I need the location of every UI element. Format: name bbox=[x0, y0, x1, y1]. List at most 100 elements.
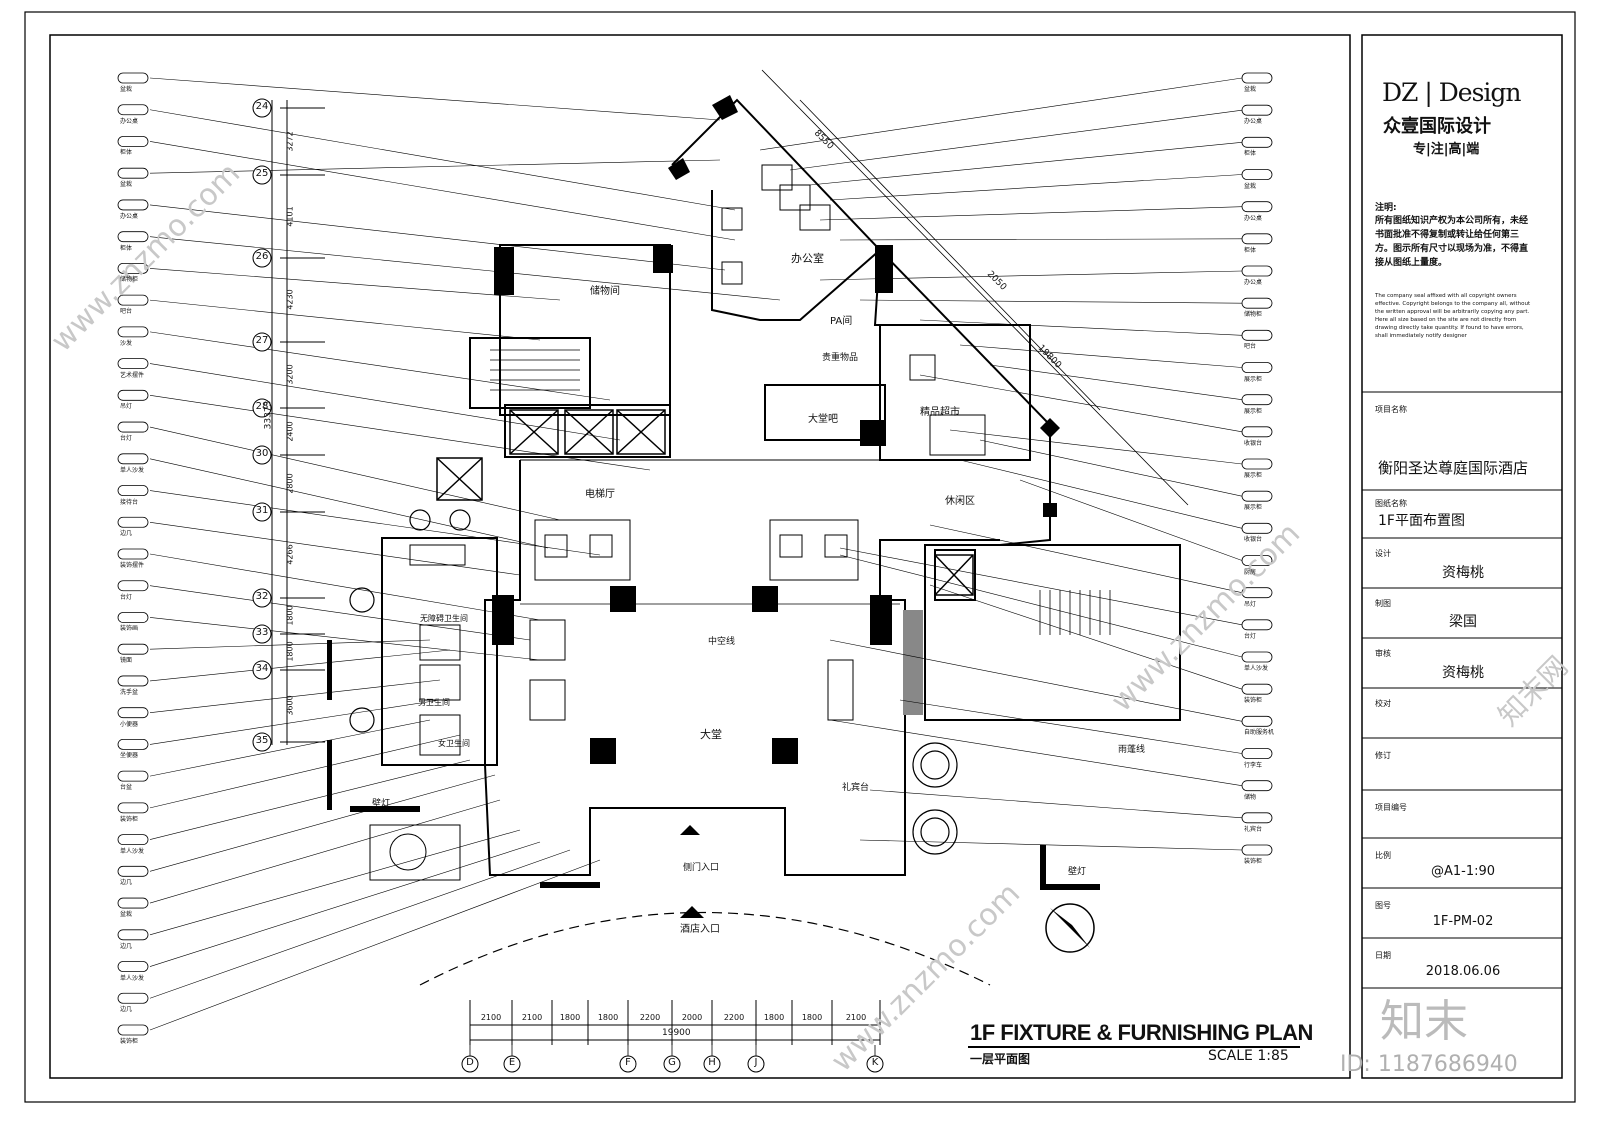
callout-tag-shape bbox=[117, 453, 149, 465]
room-label-restroom: 无障碍卫生间 bbox=[420, 614, 468, 623]
callout-tag-shape bbox=[1241, 201, 1273, 213]
axis-letter: D bbox=[466, 1057, 474, 1068]
plan-title-en: 1F FIXTURE & FURNISHING PLAN bbox=[970, 1020, 1313, 1045]
callout-label-right: 厨房 bbox=[1244, 568, 1257, 576]
callout-leader bbox=[919, 319, 1243, 336]
tb-scale-label: 比例 bbox=[1375, 851, 1391, 860]
callout-tag-shape bbox=[117, 802, 149, 814]
axis-bubble bbox=[747, 1055, 765, 1073]
tb-drawing-name: 1F平面布置图 bbox=[1378, 513, 1465, 529]
axis-bubble bbox=[252, 502, 272, 522]
callout-leader bbox=[149, 490, 601, 556]
callout-leader bbox=[789, 109, 1243, 171]
callout-tag-shape bbox=[1241, 748, 1273, 759]
bottom-dimension-string bbox=[469, 1000, 881, 1045]
callout-tag-shape bbox=[1241, 136, 1273, 148]
bottom-dim-label: 2100 bbox=[845, 1013, 867, 1022]
tb-scale: @A1-1:90 bbox=[1430, 864, 1496, 879]
room-label-elevator-hall: 电梯厅 bbox=[585, 489, 615, 500]
callout-leader bbox=[859, 299, 1243, 304]
callout-label-left: 柜体 bbox=[120, 149, 133, 157]
callout-leader bbox=[839, 554, 1243, 658]
room-label-side-entrance: 侧门入口 bbox=[683, 863, 720, 873]
callout-tag-shape bbox=[117, 199, 149, 211]
label-atrium-line: 中空线 bbox=[708, 637, 736, 647]
notes-en: The company seal affixed with all copyri… bbox=[1375, 293, 1531, 339]
room-label-luggage: 贵重物品 bbox=[822, 353, 859, 363]
axis-bubble bbox=[503, 1055, 521, 1073]
callout-leader bbox=[959, 344, 1243, 368]
callout-leader bbox=[819, 206, 1243, 221]
callout-label-right: 单人沙发 bbox=[1244, 665, 1269, 672]
room-label-storage: 储物间 bbox=[590, 286, 620, 297]
axis-letter: K bbox=[871, 1057, 879, 1068]
callout-label-right: 盆栽 bbox=[1244, 86, 1257, 93]
callout-label-right: 吊灯 bbox=[1244, 600, 1257, 608]
axis-bubble bbox=[252, 165, 272, 185]
callout-tag-shape bbox=[117, 294, 149, 306]
room-label-office: 办公室 bbox=[791, 252, 824, 265]
bottom-dim-label: 2000 bbox=[681, 1013, 703, 1022]
tb-number-label: 项目编号 bbox=[1375, 803, 1407, 812]
callout-leader bbox=[759, 77, 1243, 151]
callout-label-left: 吊灯 bbox=[120, 403, 133, 411]
axis-bubble bbox=[252, 660, 272, 680]
callout-label-left: 盆栽 bbox=[120, 86, 133, 93]
callout-label-left: 洗手盆 bbox=[120, 688, 139, 696]
callout-label-left: 装饰柜 bbox=[120, 1038, 139, 1045]
callout-label-left: 装饰画 bbox=[120, 625, 139, 633]
callout-label-left: 边几 bbox=[120, 942, 133, 950]
axis-letter: G bbox=[668, 1057, 676, 1068]
callout-tag-shape bbox=[117, 770, 149, 782]
callout-tag-shape bbox=[117, 104, 149, 116]
callout-label-right: 展示柜 bbox=[1244, 375, 1263, 383]
callout-leader bbox=[929, 524, 1243, 593]
callout-leader bbox=[989, 364, 1243, 400]
callout-label-left: 台灯 bbox=[120, 435, 133, 443]
left-dim-label: 3272 bbox=[285, 130, 295, 152]
callout-leader bbox=[859, 839, 1243, 851]
label-wall-lamp: 壁灯 bbox=[372, 799, 391, 809]
callout-tag-shape bbox=[1241, 72, 1273, 84]
callout-tag-shape bbox=[1241, 233, 1273, 245]
callout-leader bbox=[1019, 479, 1243, 561]
callout-tag-shape bbox=[1241, 587, 1273, 599]
callout-label-left: 边几 bbox=[120, 879, 133, 887]
callout-tag-shape bbox=[117, 358, 149, 370]
callout-leader bbox=[149, 649, 451, 682]
tb-sheet-no: 1F-PM-02 bbox=[1432, 914, 1494, 929]
axis-bubble bbox=[252, 398, 272, 418]
callout-label-left: 盆栽 bbox=[120, 911, 133, 919]
callout-leader bbox=[149, 236, 781, 301]
axis-letter: J bbox=[754, 1057, 758, 1068]
callout-label-left: 办公桌 bbox=[120, 212, 139, 220]
axis-letter: H bbox=[708, 1057, 716, 1068]
axis-bubble bbox=[252, 248, 272, 268]
axis-layer bbox=[252, 98, 884, 1073]
north-arrow bbox=[1045, 903, 1095, 953]
axis-letter: E bbox=[508, 1057, 516, 1068]
callout-label-right: 展示柜 bbox=[1244, 407, 1263, 415]
tb-revise-label: 修订 bbox=[1375, 751, 1391, 760]
left-dim-label: 4230 bbox=[285, 289, 295, 310]
callout-leader bbox=[149, 204, 726, 271]
tb-reviewer: 资梅桃 bbox=[1442, 665, 1484, 681]
callout-leader bbox=[149, 363, 621, 441]
left-dimension-string bbox=[271, 100, 325, 745]
room-label-shop: 精品超市 bbox=[920, 407, 960, 418]
callout-layer bbox=[117, 72, 1273, 1036]
callout-leader bbox=[149, 639, 431, 650]
callout-label-left: 单人沙发 bbox=[120, 974, 145, 982]
callout-tag-shape bbox=[1241, 780, 1273, 792]
callout-tag-shape bbox=[1241, 169, 1273, 180]
callout-leader bbox=[149, 679, 441, 713]
callout-label-left: 台盆 bbox=[120, 784, 133, 792]
left-dim-label: 2400 bbox=[285, 420, 295, 442]
callout-leader bbox=[149, 841, 541, 967]
callout-leader bbox=[149, 521, 521, 576]
callout-label-left: 边几 bbox=[120, 1006, 133, 1014]
callout-label-left: 吧台 bbox=[120, 308, 133, 316]
callout-label-right: 装饰柜 bbox=[1244, 858, 1263, 865]
callout-leader bbox=[149, 299, 541, 341]
callout-label-right: 展示柜 bbox=[1244, 504, 1263, 512]
